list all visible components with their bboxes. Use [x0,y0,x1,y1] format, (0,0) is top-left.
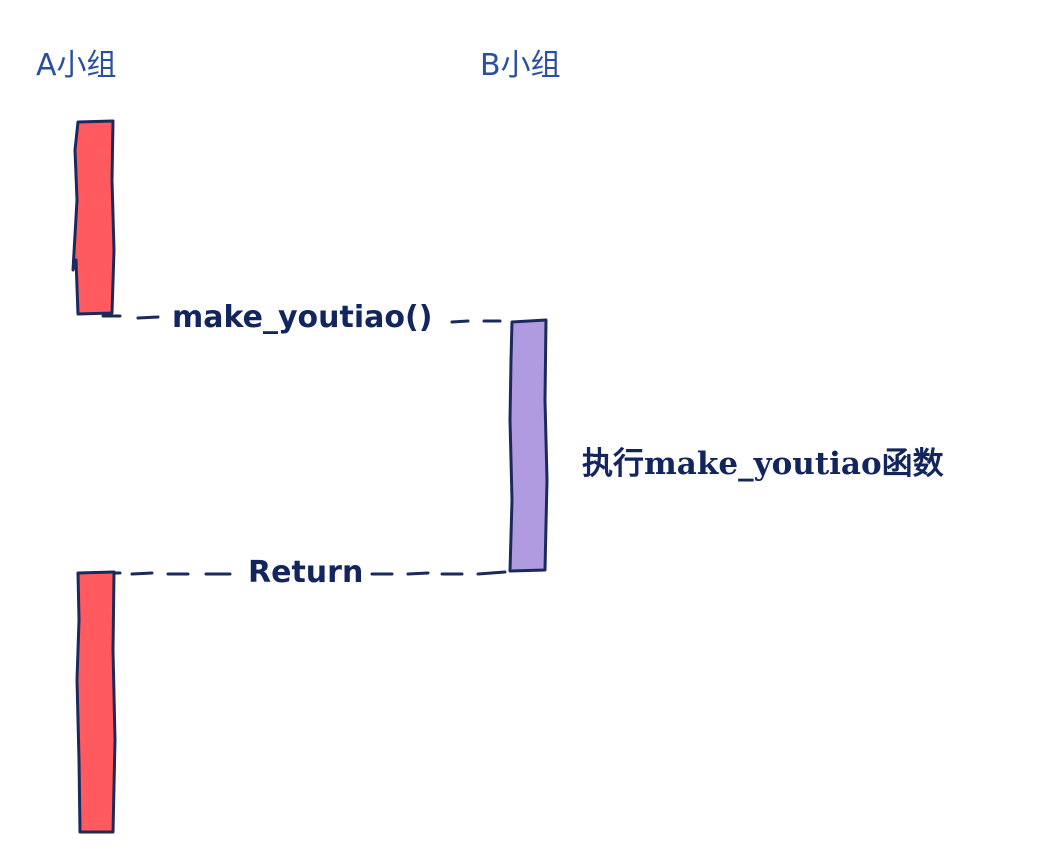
call-message-label: make_youtiao() [170,300,435,335]
group-b-label: B小组 [480,48,561,83]
a-activation-bar-top [71,119,116,316]
a-activation-bar-bottom [75,570,117,834]
call-message-line [101,314,502,324]
group-a-label: A小组 [36,48,117,83]
b-activation-bar [508,318,549,573]
return-message-label: Return [246,555,366,590]
execution-note: 执行make_youtiao函数 [582,446,944,482]
